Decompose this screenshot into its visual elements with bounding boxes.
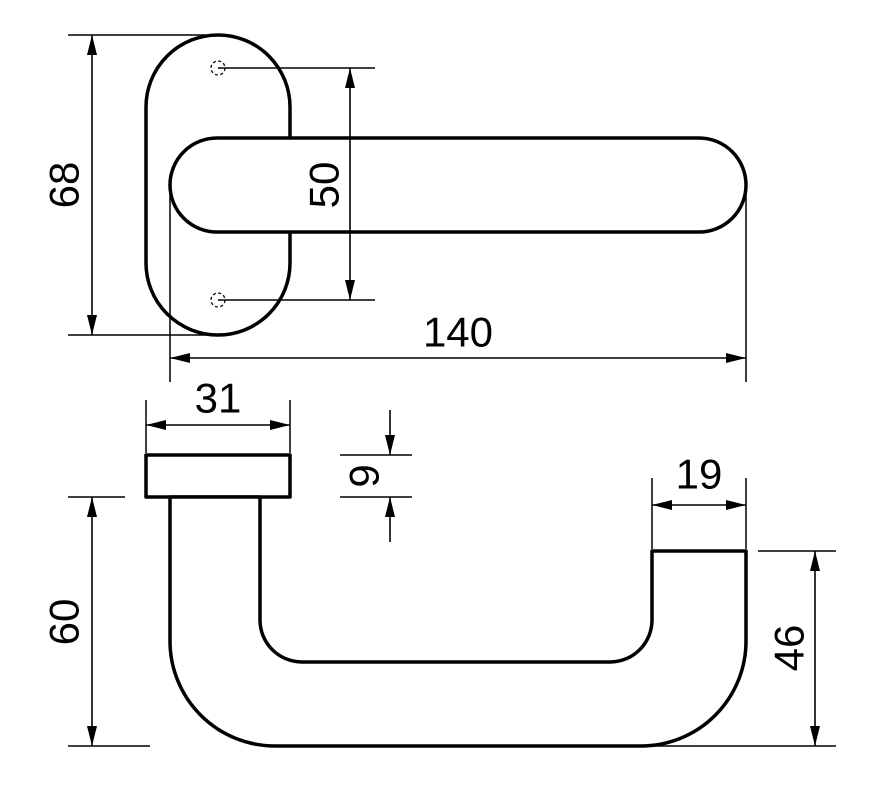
lever-front bbox=[168, 136, 748, 234]
dimension-label-68: 68 bbox=[41, 162, 88, 209]
dimension-label-60: 60 bbox=[41, 599, 88, 646]
front-view: 68 50 140 bbox=[41, 33, 748, 382]
dimension-19: 19 bbox=[651, 451, 747, 549]
lever-side bbox=[168, 495, 748, 748]
top-view: 31 9 19 60 46 bbox=[41, 375, 836, 748]
dimension-9: 9 bbox=[340, 410, 412, 542]
dimension-label-19: 19 bbox=[676, 451, 723, 498]
dimension-140: 140 bbox=[169, 190, 747, 382]
dimension-60: 60 bbox=[41, 496, 150, 747]
dimension-46: 46 bbox=[640, 550, 836, 747]
dimension-68: 68 bbox=[41, 34, 215, 336]
dimension-label-31: 31 bbox=[195, 375, 242, 422]
dimension-50: 50 bbox=[218, 67, 375, 301]
dimension-31: 31 bbox=[145, 375, 291, 453]
dimension-label-140: 140 bbox=[423, 309, 493, 356]
dimension-label-46: 46 bbox=[766, 625, 813, 672]
dimension-label-9: 9 bbox=[341, 464, 388, 487]
rosette-side bbox=[144, 453, 292, 499]
dimension-label-50: 50 bbox=[301, 162, 348, 209]
